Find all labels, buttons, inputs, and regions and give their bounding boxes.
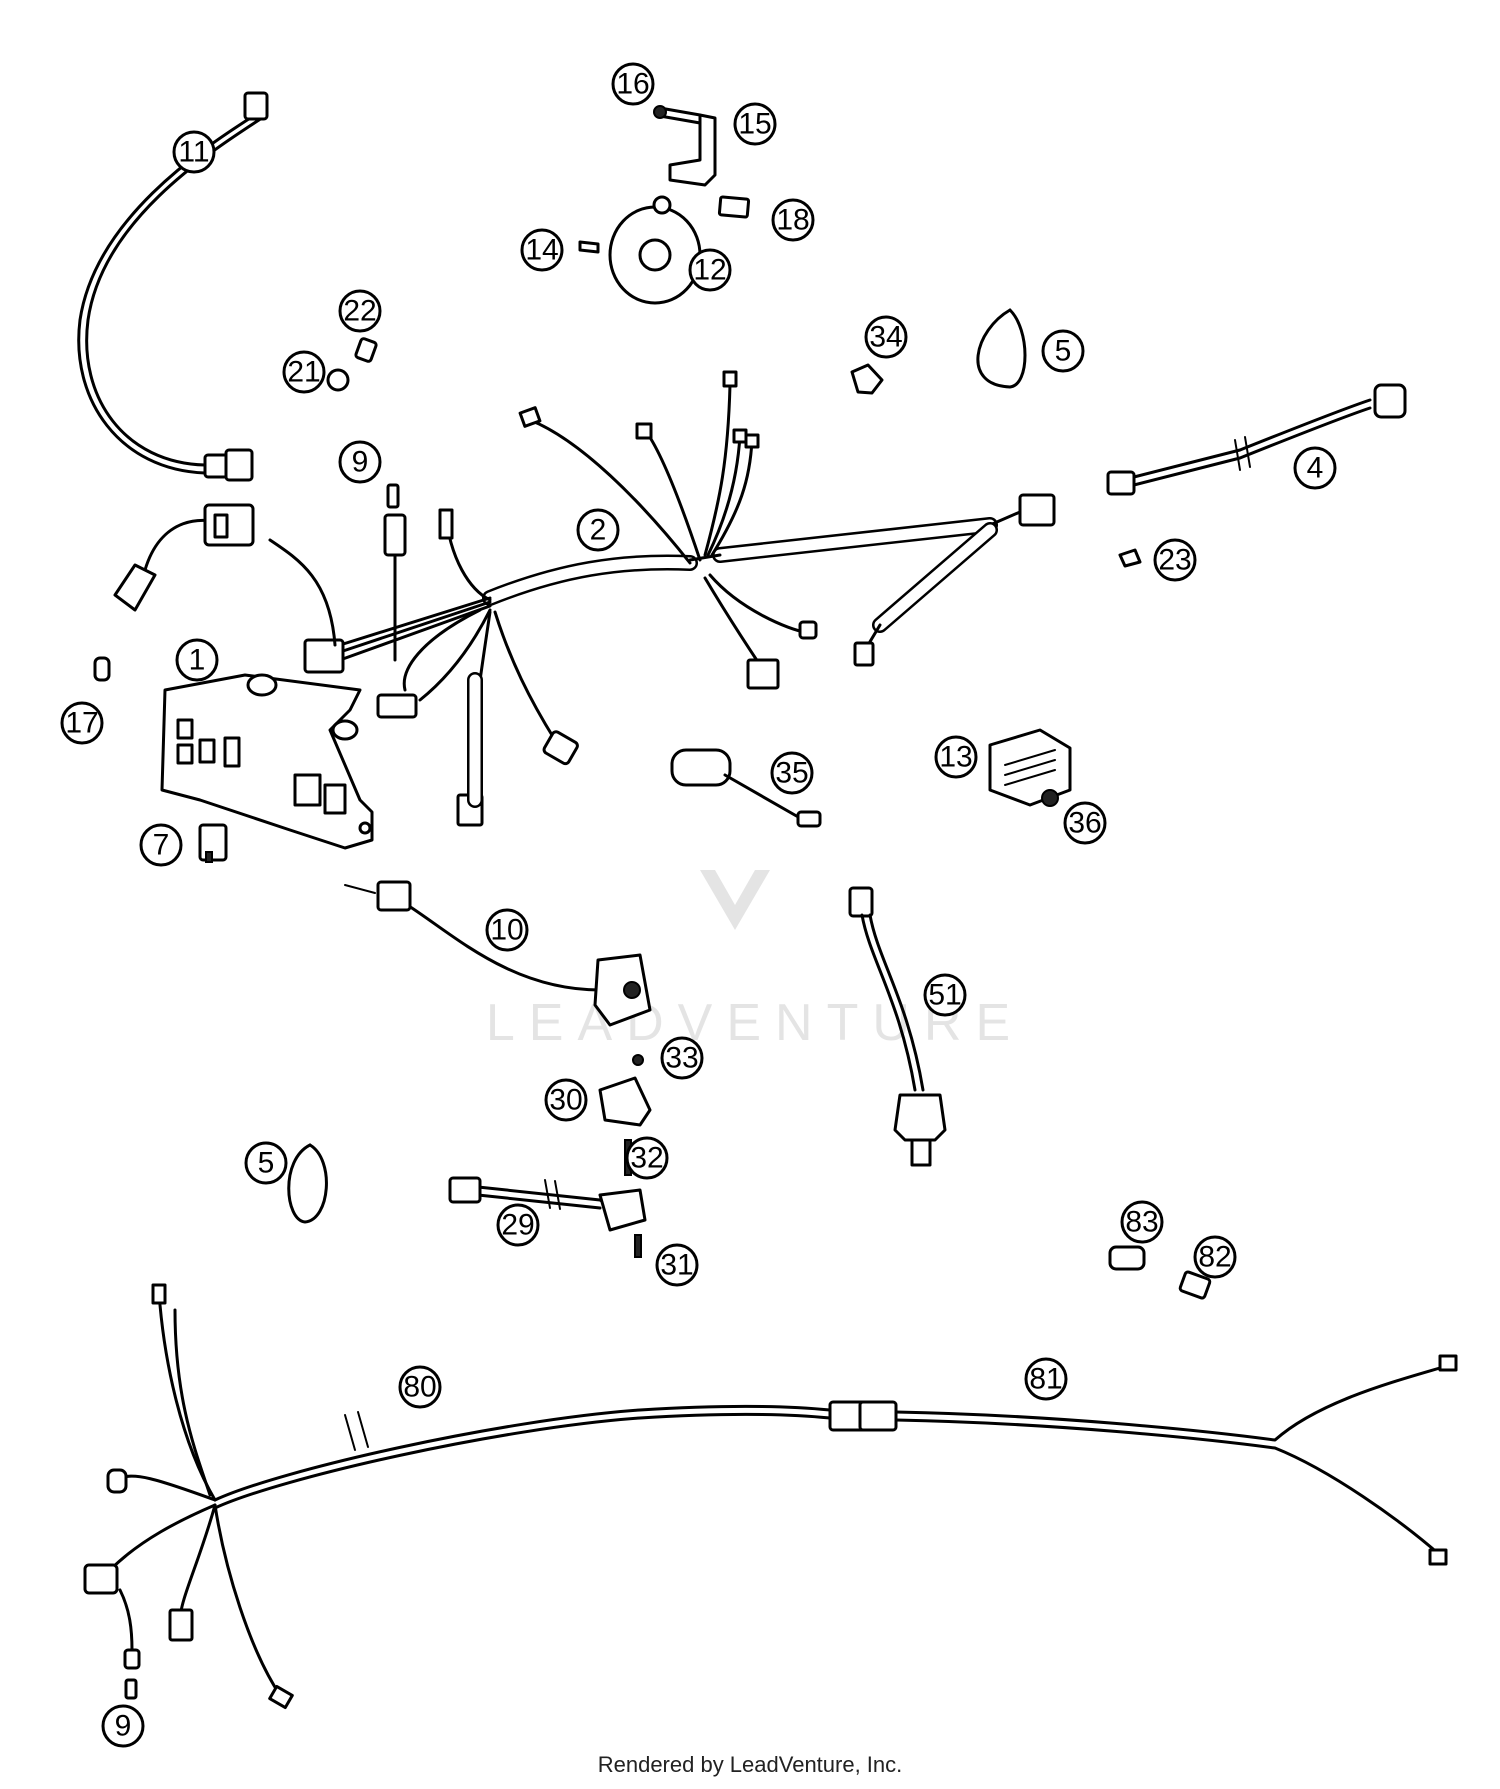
callout-23: 23 <box>1153 538 1197 582</box>
callout-13: 13 <box>934 735 978 779</box>
callout-80: 80 <box>398 1365 442 1409</box>
svg-text:14: 14 <box>525 234 558 267</box>
svg-text:2: 2 <box>590 514 607 547</box>
part-30-switch-housing <box>598 1054 652 1176</box>
svg-text:31: 31 <box>660 1249 693 1282</box>
watermark-text: LEADVENTURE <box>486 994 1024 1052</box>
callout-30: 30 <box>544 1078 588 1122</box>
part-9-fuse <box>386 483 400 509</box>
svg-text:13: 13 <box>939 741 972 774</box>
callout-34: 34 <box>864 315 908 359</box>
part-13-regulator <box>988 728 1072 807</box>
callout-9-bottom: 9 <box>101 1704 145 1748</box>
part-34-nut <box>850 363 884 395</box>
part-82-83-caps <box>1108 1245 1212 1300</box>
callout-51: 51 <box>923 973 967 1017</box>
part-7-relay <box>198 823 228 863</box>
svg-text:33: 33 <box>665 1042 698 1075</box>
part-4-cable <box>1106 383 1407 496</box>
callout-21: 21 <box>282 350 326 394</box>
svg-text:15: 15 <box>738 108 771 141</box>
svg-text:9: 9 <box>115 1710 132 1743</box>
callout-5-top: 5 <box>1041 329 1085 373</box>
svg-text:1: 1 <box>189 644 206 677</box>
watermark: LEADVENTURE <box>486 870 1024 1052</box>
svg-text:81: 81 <box>1029 1363 1062 1396</box>
callout-7: 7 <box>139 823 183 867</box>
part-35-sensor <box>670 748 822 828</box>
svg-text:17: 17 <box>65 707 98 740</box>
svg-text:23: 23 <box>1158 544 1191 577</box>
svg-text:12: 12 <box>693 254 726 287</box>
part-1-mounting-bracket <box>160 673 374 850</box>
part-2-main-harness <box>113 370 1056 827</box>
svg-text:21: 21 <box>287 356 320 389</box>
svg-text:35: 35 <box>775 757 808 790</box>
svg-text:16: 16 <box>616 68 649 101</box>
part-9-fuse-lower <box>124 1678 138 1700</box>
svg-text:5: 5 <box>1055 335 1072 368</box>
callout-36: 36 <box>1063 801 1107 845</box>
part-10-handlebar-switch <box>344 880 652 1027</box>
svg-text:51: 51 <box>928 979 961 1012</box>
part-29-switch-cable <box>448 1176 647 1258</box>
svg-text:7: 7 <box>153 829 170 862</box>
callout-22: 22 <box>338 289 382 333</box>
svg-text:10: 10 <box>490 914 523 947</box>
callout-11: 11 <box>172 130 216 174</box>
part-17-bulb <box>93 656 111 682</box>
part-21-22-fasteners <box>326 337 378 392</box>
svg-text:18: 18 <box>776 204 809 237</box>
callout-16: 16 <box>611 62 655 106</box>
part-80-rear-harness <box>83 1283 868 1710</box>
callout-33: 33 <box>660 1036 704 1080</box>
callout-1: 1 <box>175 638 219 682</box>
callout-15: 15 <box>733 102 777 146</box>
callout-5-lower: 5 <box>244 1141 288 1185</box>
part-5-cable-tie-top <box>976 308 1027 389</box>
callout-2: 2 <box>576 508 620 552</box>
callout-32: 32 <box>625 1136 669 1180</box>
callout-29: 29 <box>496 1203 540 1247</box>
svg-text:30: 30 <box>549 1084 582 1117</box>
svg-text:82: 82 <box>1198 1241 1231 1274</box>
callout-83: 83 <box>1120 1200 1164 1244</box>
svg-text:83: 83 <box>1125 1206 1158 1239</box>
callout-18: 18 <box>771 198 815 242</box>
svg-text:36: 36 <box>1068 807 1101 840</box>
callout-17: 17 <box>60 701 104 745</box>
callout-14: 14 <box>520 228 564 272</box>
svg-text:34: 34 <box>869 321 902 354</box>
callout-82: 82 <box>1193 1235 1237 1279</box>
callout-31: 31 <box>655 1243 699 1287</box>
callout-10: 10 <box>485 908 529 952</box>
callout-81: 81 <box>1024 1357 1068 1401</box>
part-23-clip <box>1118 548 1142 568</box>
callout-4: 4 <box>1293 446 1337 490</box>
svg-text:32: 32 <box>630 1142 663 1175</box>
part-51-pressure-switch <box>848 886 947 1167</box>
svg-text:5: 5 <box>258 1147 275 1180</box>
svg-text:4: 4 <box>1307 452 1324 485</box>
svg-text:29: 29 <box>501 1209 534 1242</box>
svg-text:80: 80 <box>403 1371 436 1404</box>
svg-text:11: 11 <box>178 136 209 169</box>
svg-text:22: 22 <box>343 295 376 328</box>
footer-credit: Rendered by LeadVenture, Inc. <box>597 1752 903 1777</box>
callout-9-top: 9 <box>338 440 382 484</box>
part-81-rear-harness <box>858 1354 1458 1566</box>
svg-text:9: 9 <box>352 446 369 479</box>
callout-35: 35 <box>770 751 814 795</box>
callout-12: 12 <box>688 248 732 292</box>
part-5-cable-tie-lower <box>287 1143 328 1224</box>
part-12-horn-group <box>578 105 751 305</box>
